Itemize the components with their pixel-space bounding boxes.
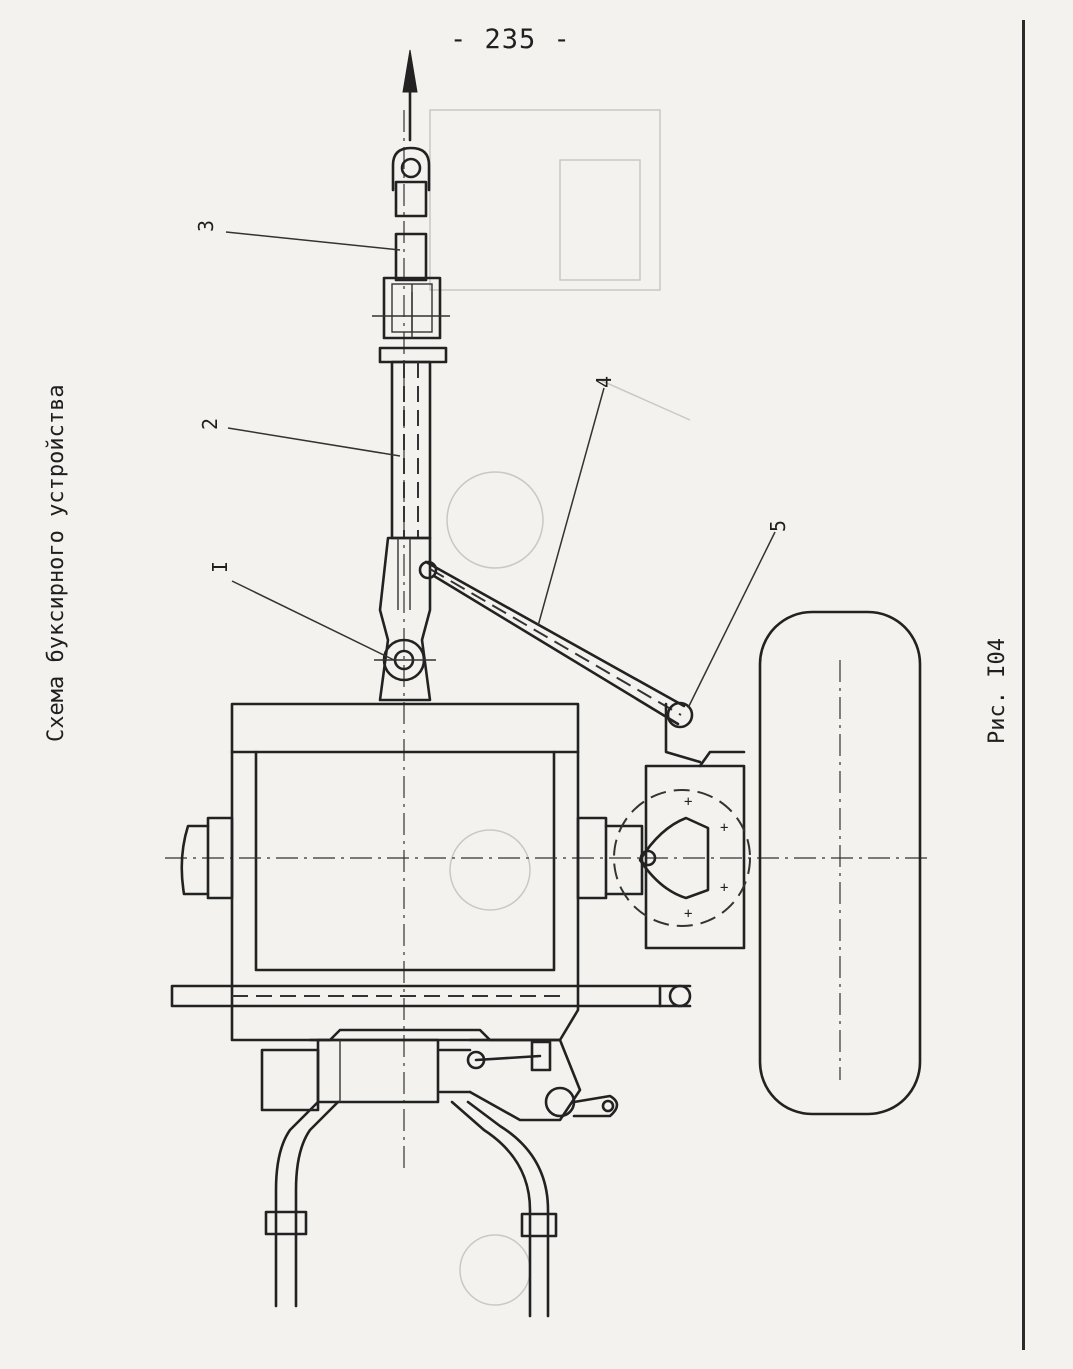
- callout-3: 3: [194, 219, 219, 233]
- bleed-through-ghost: [429, 109, 691, 1306]
- callout-4: 4: [592, 375, 617, 389]
- drawbar-tube: [390, 360, 432, 540]
- svg-text:+: +: [720, 820, 728, 836]
- hydraulic-pipes: [264, 1100, 558, 1318]
- vehicle-frame: [230, 702, 580, 1042]
- callout-leaders: [225, 231, 776, 709]
- brace-rod: [418, 560, 686, 726]
- pull-direction-arrow: [402, 49, 418, 142]
- svg-text:+: +: [720, 880, 728, 896]
- callout-1: I: [208, 560, 233, 574]
- callout-2: 2: [198, 417, 223, 431]
- hinge-bracket: [374, 536, 436, 702]
- drawbar-clevis: [372, 232, 450, 364]
- steering-assembly: [260, 1028, 619, 1122]
- left-axle-stub: [180, 816, 234, 900]
- svg-text:+: +: [684, 794, 692, 810]
- margin-rule: [1022, 20, 1025, 1350]
- svg-text:+: +: [684, 906, 692, 922]
- swivel-housing: + + + +: [613, 750, 751, 950]
- wheel: [758, 610, 922, 1116]
- callout-5: 5: [766, 519, 791, 533]
- tow-shackle: [391, 146, 431, 218]
- page-number: - 235 -: [450, 24, 571, 55]
- tie-rod: [170, 984, 692, 1008]
- figure-caption: Рис. I04: [985, 638, 1010, 744]
- brace-lug: [664, 701, 702, 764]
- diagram-title: Схема буксирного устройства: [44, 384, 69, 742]
